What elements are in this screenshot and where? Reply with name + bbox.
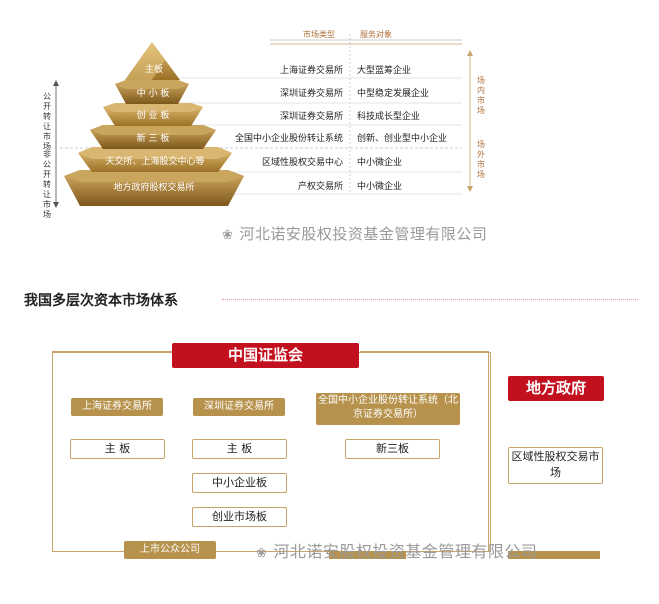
tier-market-6: 产权交易所 [297, 182, 343, 192]
title-dotted-rule [222, 299, 638, 300]
tier-target-2: 中型稳定发展企业 [357, 89, 430, 99]
capital-market-pyramid: 主板 中 小 板 创 业 板 新 三 板 天交所、上海股交中心等 地方政府股权交… [53, 34, 473, 208]
pyramid-tier-5 [78, 147, 232, 172]
wechat-icon: ❀ [222, 228, 234, 243]
gold-bar-partial [329, 551, 406, 559]
szse-box: 深圳证券交易所 [193, 398, 285, 416]
sme-board: 中小企业板 [192, 473, 287, 493]
tier-market-3: 深圳证券交易所 [279, 112, 343, 122]
tier-label-4: 新 三 板 [137, 132, 170, 144]
csrc-box: 中国证监会 [172, 343, 359, 368]
local-government-box: 地方政府 [508, 376, 604, 401]
tier-market-4: 全国中小企业股份转让系统 [234, 134, 343, 144]
new-third-board: 新三板 [345, 439, 440, 459]
wechat-icon: ❀ [256, 546, 268, 561]
header-market-type: 市场类型 [303, 30, 335, 39]
pyramid-tier-4 [90, 125, 216, 149]
left-label-public: 公开转让市场 [43, 92, 51, 151]
pyramid-tier-1 [125, 42, 180, 80]
growth-market-board: 创业市场板 [192, 507, 287, 527]
pyramid-tier-6 [64, 170, 244, 206]
szse-main-board: 主 板 [192, 439, 287, 459]
tier-target-3: 科技成长型企业 [357, 112, 421, 122]
right-label-inside: 场内市场 [477, 76, 485, 115]
right-label-outside: 场外市场 [477, 140, 485, 179]
tier-label-1: 主板 [145, 63, 163, 75]
tier-market-2: 深圳证券交易所 [279, 89, 343, 99]
tier-target-1: 大型蓝筹企业 [357, 66, 412, 76]
pyramid-tier-2 [115, 80, 189, 104]
gold-bar-right [508, 551, 600, 559]
section-title: 我国多层次资本市场体系 [24, 293, 178, 309]
tier-label-3: 创 业 板 [137, 109, 170, 121]
header-service-target: 服务对象 [360, 30, 392, 39]
tier-label-6: 地方政府股权交易所 [113, 181, 194, 193]
watermark-text-2: 河北诺安股权投资基金管理有限公司 [273, 542, 538, 561]
watermark-2: ❀ 河北诺安股权投资基金管理有限公司 [256, 538, 537, 562]
tier-target-4: 创新、创业型中小企业 [357, 134, 448, 144]
watermark-1: ❀ 河北诺安股权投资基金管理有限公司 [222, 223, 487, 244]
tier-target-5: 中小微企业 [357, 158, 403, 168]
watermark-text-1: 河北诺安股权投资基金管理有限公司 [239, 225, 488, 243]
tier-market-1: 上海证券交易所 [279, 66, 343, 76]
pyramid-tier-3 [103, 103, 203, 126]
sse-main-board: 主 板 [70, 439, 165, 459]
tier-market-5: 区域性股权交易中心 [261, 158, 343, 168]
listed-public-company-box: 上市公众公司 [124, 541, 216, 559]
neeq-box: 全国中小企业股份转让系统（北京证券交易所） [316, 393, 460, 425]
tier-label-5: 天交所、上海股交中心等 [105, 155, 204, 167]
tier-target-6: 中小微企业 [357, 182, 403, 192]
tier-label-2: 中 小 板 [137, 87, 170, 99]
regional-equity-market: 区域性股权交易市场 [508, 447, 603, 484]
left-label-nonpublic: 非公开转让市场 [43, 150, 51, 219]
sse-box: 上海证券交易所 [71, 398, 163, 416]
